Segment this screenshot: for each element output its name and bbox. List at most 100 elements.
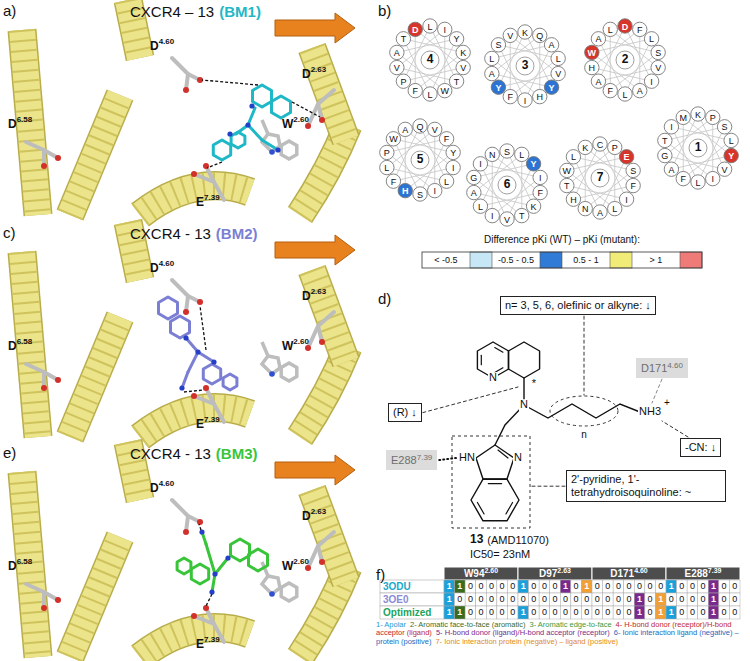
residue-letter: K <box>695 110 701 119</box>
residue-letter: H <box>589 64 596 73</box>
wheel-hub <box>411 151 429 169</box>
double-bond <box>495 348 503 353</box>
residue-name: D <box>8 560 17 574</box>
double-bond <box>488 483 501 484</box>
residue-circle <box>560 163 574 177</box>
beta-strand <box>275 455 355 485</box>
table-cell <box>645 606 656 619</box>
residue-circle <box>515 208 529 222</box>
ligand-bond <box>248 108 255 125</box>
residue-letter: P <box>400 77 406 86</box>
oxygen-atom <box>183 529 189 535</box>
oxygen-atom <box>183 87 189 93</box>
residue-stick <box>318 90 334 120</box>
residue-letter: I <box>650 77 653 86</box>
residue-circle <box>449 32 463 46</box>
residue-letter: L <box>427 90 432 99</box>
leader-line <box>423 387 518 413</box>
ligand-ring <box>272 96 291 118</box>
residue-circle <box>544 80 558 94</box>
residue-stick <box>308 546 318 568</box>
residue-letter: I <box>479 160 482 169</box>
table-cell <box>603 580 614 593</box>
residue-number: 2.60 <box>293 115 309 124</box>
interaction-bit: 0 <box>645 606 656 619</box>
panel-letter: e) <box>3 444 16 461</box>
beta-strand <box>275 13 355 43</box>
interaction-bit: 0 <box>476 580 487 593</box>
residue-letter: L <box>489 54 494 63</box>
legend-label: > 1 <box>632 252 680 268</box>
interaction-bit: 0 <box>560 593 571 606</box>
residue-number: 7.39 <box>204 415 220 424</box>
table-cell <box>719 593 730 606</box>
hydrogen-bond <box>184 390 204 392</box>
interaction-bit: 0 <box>613 606 624 619</box>
table-row-cell <box>380 606 444 619</box>
oxygen-atom <box>41 163 47 169</box>
hydrogen-bond <box>292 102 320 117</box>
table-cell <box>518 580 529 593</box>
ligand-ring <box>177 558 191 574</box>
hydrogen-bond <box>200 306 206 350</box>
table-cell <box>560 606 571 619</box>
residue-letter: N <box>489 150 496 159</box>
table-cell <box>666 593 677 606</box>
residue-letter: S <box>504 147 510 156</box>
residue-circle <box>456 45 470 59</box>
residue-letter: Y <box>454 35 460 44</box>
interaction-bit: 0 <box>518 593 529 606</box>
helix-ribbon <box>312 490 346 582</box>
residue-name: E <box>196 638 204 652</box>
interaction-bit: 0 <box>603 593 614 606</box>
residue-circle <box>533 28 547 42</box>
residue-circle <box>651 60 665 74</box>
residue-letter: I <box>433 187 436 196</box>
table-cell <box>550 606 561 619</box>
residue-name: D <box>302 68 311 82</box>
residue-letter: I <box>443 25 446 34</box>
beta-strand <box>275 235 355 265</box>
residue-letter: D <box>412 25 419 34</box>
residue-header: D171 <box>610 568 634 580</box>
residue-circle <box>439 174 453 188</box>
residue-circle <box>724 148 738 162</box>
residue-letter: Y <box>495 83 501 92</box>
legend-swatch <box>470 252 492 268</box>
residue-letter: Q <box>416 122 423 131</box>
residue-stick <box>194 174 214 182</box>
residue-circle <box>428 122 442 136</box>
table-header-cell <box>592 567 666 580</box>
residue-letter: V <box>555 70 561 79</box>
residue-circle <box>578 140 592 154</box>
charge: + <box>663 398 671 409</box>
residue-number: 4.60 <box>159 37 175 46</box>
interaction-bit: 0 <box>486 606 497 619</box>
wheel-spoke <box>444 29 445 90</box>
residue-circle <box>566 150 580 164</box>
interaction-bit: 0 <box>729 593 740 606</box>
panel-letter: c) <box>3 224 16 241</box>
interaction-bit: 1 <box>666 580 677 593</box>
residue-letter: L <box>384 164 389 173</box>
residue-letter: L <box>571 153 576 162</box>
residue-letter: L <box>729 136 734 145</box>
tryptophan-ring <box>281 583 297 601</box>
interaction-type: 3- Aromatic edge-to-face <box>529 620 611 629</box>
oxygen-atom <box>319 117 325 123</box>
residue-circle <box>676 110 690 124</box>
docking-pose <box>22 442 355 657</box>
residue-circle <box>626 163 640 177</box>
annotation-box: n= 3, 5, 6, olefinic or alkyne: ↓ <box>500 296 656 315</box>
residue-circle <box>578 201 592 215</box>
residue-circle <box>706 171 720 185</box>
residue-letter: V <box>655 64 661 73</box>
wheel-hub <box>689 139 707 157</box>
oxygen-atom <box>319 559 325 565</box>
table-cell <box>486 580 497 593</box>
residue-header: E288 <box>685 568 708 580</box>
legend-label: 0.5 - 1 <box>562 252 610 268</box>
nitrogen-atom <box>195 349 200 354</box>
residue-circle <box>551 51 565 65</box>
residue-circle <box>676 171 690 185</box>
